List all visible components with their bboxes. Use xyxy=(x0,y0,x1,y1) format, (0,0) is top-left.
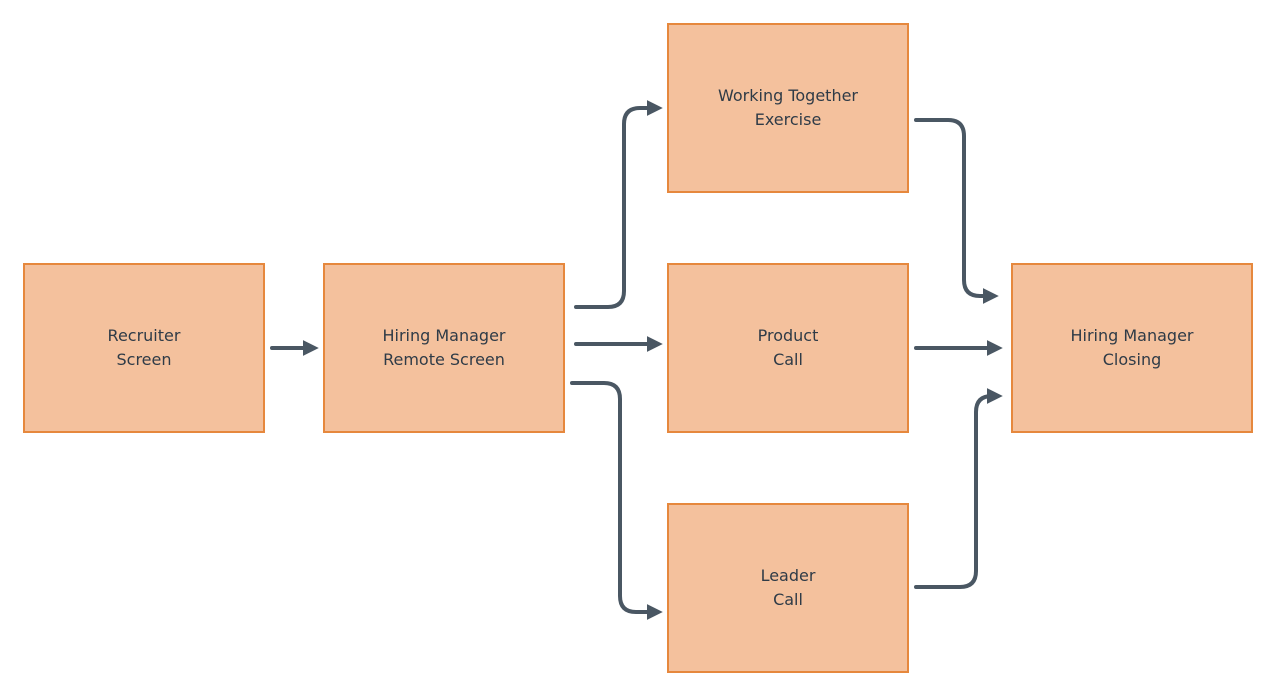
arrow-leader-to-closing xyxy=(914,388,1003,589)
node-label-line2: Call xyxy=(773,350,803,369)
node-label-line2: Exercise xyxy=(754,110,822,129)
node-label-line1: Recruiter xyxy=(107,326,181,345)
node-hiring-manager-remote-screen: Hiring Manager Remote Screen xyxy=(323,263,565,433)
node-leader-call: Leader Call xyxy=(667,503,909,673)
node-label-line1: Hiring Manager xyxy=(382,326,506,345)
node-label-line1: Product xyxy=(757,326,819,345)
node-label-line1: Hiring Manager xyxy=(1070,326,1194,345)
node-working-together-exercise: Working Together Exercise xyxy=(667,23,909,193)
node-label-line1: Working Together xyxy=(717,86,859,105)
node-hiring-manager-closing: Hiring Manager Closing xyxy=(1011,263,1253,433)
node-label-line2: Remote Screen xyxy=(383,350,505,369)
node-recruiter-screen: Recruiter Screen xyxy=(23,263,265,433)
node-label-line2: Screen xyxy=(116,350,172,369)
arrow-hm-remote-to-working xyxy=(574,100,663,309)
arrow-hm-remote-to-leader xyxy=(570,381,663,620)
node-label-line2: Closing xyxy=(1102,350,1162,369)
node-product-call: Product Call xyxy=(667,263,909,433)
arrow-working-to-closing xyxy=(914,118,999,304)
node-label-line1: Leader xyxy=(760,566,816,585)
node-label-line2: Call xyxy=(773,590,803,609)
